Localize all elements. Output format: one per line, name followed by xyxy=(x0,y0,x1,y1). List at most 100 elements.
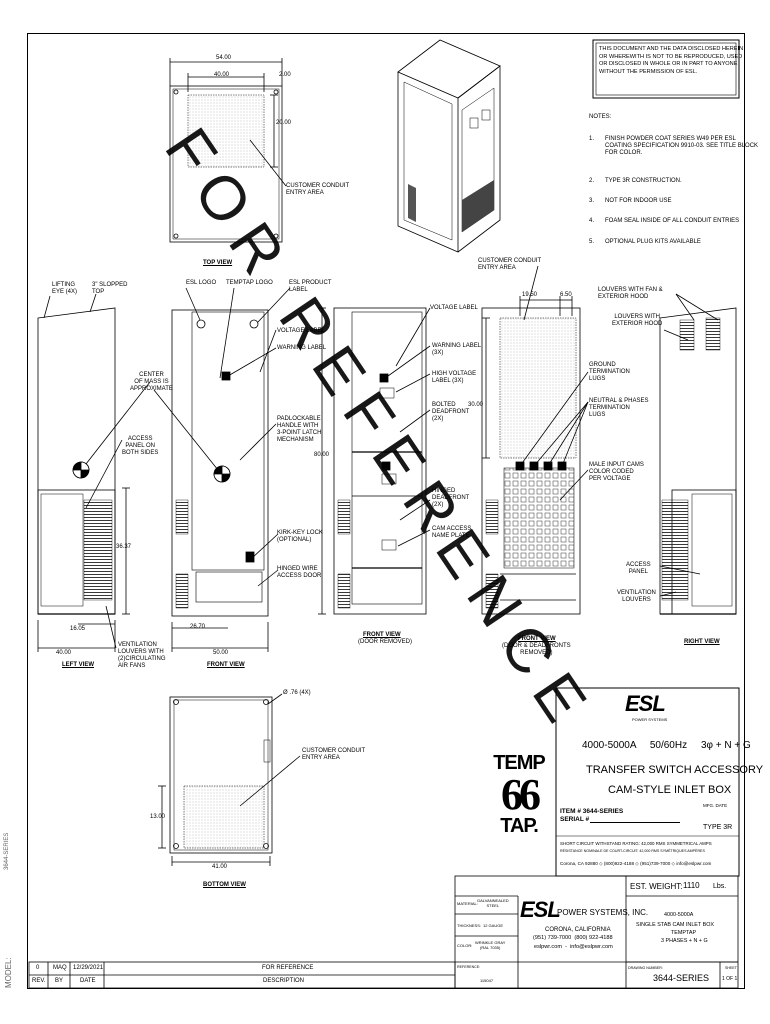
note-text: TYPE 3R CONSTRUCTION. xyxy=(605,178,682,184)
short-circuit-rating: SHORT CIRCUIT WITHSTAND RATING: 42,000 R… xyxy=(560,841,712,846)
callout-label: KIRK-KEY LOCK (OPTIONAL) xyxy=(277,530,323,543)
view-title: TOP VIEW xyxy=(203,260,233,266)
view-title: FRONT VIEW xyxy=(518,636,556,642)
isometric-drawing xyxy=(397,39,501,253)
callout-label: CUSTOMER CONDUIT ENTRY AREA xyxy=(478,258,542,271)
callout-label: BOLTED DEADFRONT (2X) xyxy=(432,402,470,422)
revision-header: REV. xyxy=(32,978,46,984)
callout-label: CAM ACCESS NAME PLATE xyxy=(432,526,472,539)
description-line: 3 PHASES + N + G xyxy=(661,938,708,944)
product-rating: 4000-5000A 50/60Hz 3φ + N + G xyxy=(582,740,751,751)
right-view-drawing xyxy=(659,293,737,615)
callout-label: PADLOCKABLE HANDLE WITH 3-POINT LATCH ME… xyxy=(277,416,322,443)
disclaimer-box xyxy=(592,39,740,99)
view-title: LEFT VIEW xyxy=(62,662,94,668)
thickness-value: 12 GAUGE xyxy=(483,923,504,928)
weight-label: EST. WEIGHT: xyxy=(630,882,683,891)
dimension-label: 40.00 xyxy=(56,650,72,656)
company-web: eslpwr.com - info@eslpwr.com xyxy=(534,944,613,950)
note-text: FINISH POWDER COAT SERIES W49 PER ESL CO… xyxy=(605,136,759,156)
dimension-label: 2.00 xyxy=(279,72,291,78)
disclaimer-text: THIS DOCUMENT AND THE DATA DISCLOSED HER… xyxy=(599,46,744,75)
revision-by: MAQ xyxy=(53,965,67,971)
callout-label: WARNING LABEL (3X) xyxy=(432,343,482,356)
note-text: NOT FOR INDOOR USE xyxy=(605,198,672,204)
weight-unit: Lbs. xyxy=(713,883,727,890)
callout-label: CUSTOMER CONDUIT ENTRY AREA xyxy=(286,183,350,196)
company-address: Corona, CA 92880 ◇ (800)922-4188 ◇ (951)… xyxy=(560,861,712,866)
callout-label: LOUVERS WITH EXTERIOR HOOD xyxy=(612,314,663,327)
callout-label: WARNING LABEL xyxy=(277,345,327,351)
temptap-logo-mark: 66 xyxy=(501,770,541,819)
dimension-label: 50.00 xyxy=(213,650,229,656)
model-series: 3644-SERIES xyxy=(4,832,10,870)
note-number: 2. xyxy=(589,178,595,184)
dimension-label: 26.70 xyxy=(190,624,206,630)
color-value: WRINKLE GRAY (RAL 7035) xyxy=(475,940,506,950)
description-line: 4000-5000A xyxy=(664,912,694,918)
company-phone: (951) 739-7000 (800) 922-4188 xyxy=(533,935,613,941)
callout-label: 3" SLOPPED TOP xyxy=(92,282,128,295)
view-title: FRONT VIEW xyxy=(207,662,245,668)
revision-header: DATE xyxy=(80,978,96,984)
dimension-label: 6.50 xyxy=(560,292,572,298)
callout-label: HINGED DEADFRONT (2X) xyxy=(432,488,470,508)
note-number: 5. xyxy=(589,239,595,245)
callout-label: TEMPTAP LOGO xyxy=(226,280,273,286)
callout-label: MALE INPUT CAMS COLOR CODED PER VOLTAGE xyxy=(589,462,644,482)
description-line: TEMPTAP xyxy=(671,930,697,936)
note-number: 3. xyxy=(589,198,595,204)
front-view-deadfronts-removed-drawing xyxy=(481,265,589,615)
callout-label: GROUND TERMINATION LUGS xyxy=(589,362,630,382)
product-line: CAM-STYLE INLET BOX xyxy=(608,784,732,796)
callout-label: CUSTOMER CONDUIT ENTRY AREA xyxy=(302,748,366,761)
sheet-label: SHEET xyxy=(725,966,737,970)
esl-logo: ESL xyxy=(625,691,666,716)
callout-label: LIFTING EYE (4X) xyxy=(52,282,78,295)
company-city: CORONA, CALIFORNIA xyxy=(545,927,611,933)
dimension-label: 41.00 xyxy=(212,864,228,870)
dimension-label: 16.05 xyxy=(70,626,86,632)
front-view-door-removed-drawing xyxy=(318,307,431,615)
reference-label: REFERENCE: xyxy=(457,965,481,969)
weight-value: 1110 xyxy=(683,881,700,890)
color-label: COLOR: xyxy=(457,943,473,948)
note-number: 1. xyxy=(589,136,595,142)
thickness-label: THICKNESS: xyxy=(457,923,482,928)
bottom-view-drawing xyxy=(158,693,301,866)
dimension-label: 19.50 xyxy=(522,292,538,298)
view-subtitle: (DOOR & DEADFRONTS REMOVED) xyxy=(502,643,571,656)
serial-underline xyxy=(590,822,680,823)
revision-header: BY xyxy=(55,978,64,984)
dimension-label: 80.00 xyxy=(314,452,330,458)
sheet-value: 1 OF 1 xyxy=(722,976,738,982)
temptap-logo-text: TEMP xyxy=(493,752,546,774)
company-name: POWER SYSTEMS, INC. xyxy=(557,908,649,917)
enclosure-type: TYPE 3R xyxy=(703,824,733,831)
dimension-label: Ø .76 (4X) xyxy=(283,690,311,696)
callout-label: ACCESS PANEL xyxy=(626,562,651,575)
model-label: MODEL: xyxy=(4,957,13,988)
callout-label: LOUVERS WITH FAN & EXTERIOR HOOD xyxy=(598,287,663,300)
short-circuit-rating-fr: RÉSISTANCE NOMINALE DE COURT-CIRCUIT: 42… xyxy=(560,849,705,853)
serial-label: SERIAL # xyxy=(560,816,590,823)
view-title: BOTTOM VIEW xyxy=(203,882,246,888)
revision-date: 12/29/2021 xyxy=(73,965,104,971)
callout-label: ACCESS PANEL ON BOTH SIDES xyxy=(122,436,159,456)
callout-label: VENTILATION LOUVERS WITH (2)CIRCULATING … xyxy=(118,642,166,669)
drawing-sheet-border xyxy=(27,33,745,989)
dimension-label: 30.00 xyxy=(468,402,484,408)
top-view-drawing xyxy=(169,58,287,243)
dimension-label: 36.37 xyxy=(116,544,132,550)
description-line: SINGLE STAB CAM INLET BOX xyxy=(636,922,714,928)
drawing-number: 3644-SERIES xyxy=(653,973,710,983)
dimension-label: 13.00 xyxy=(150,814,166,820)
dimension-label: 40.00 xyxy=(214,72,230,78)
note-number: 4. xyxy=(589,218,595,224)
notes-heading: NOTES: xyxy=(589,114,612,120)
dimension-label: 20.00 xyxy=(276,120,292,126)
temptap-logo-text: TAP. xyxy=(500,815,539,837)
callout-label: VOLTAGE LABEL xyxy=(430,305,478,311)
view-title: RIGHT VIEW xyxy=(684,639,720,645)
